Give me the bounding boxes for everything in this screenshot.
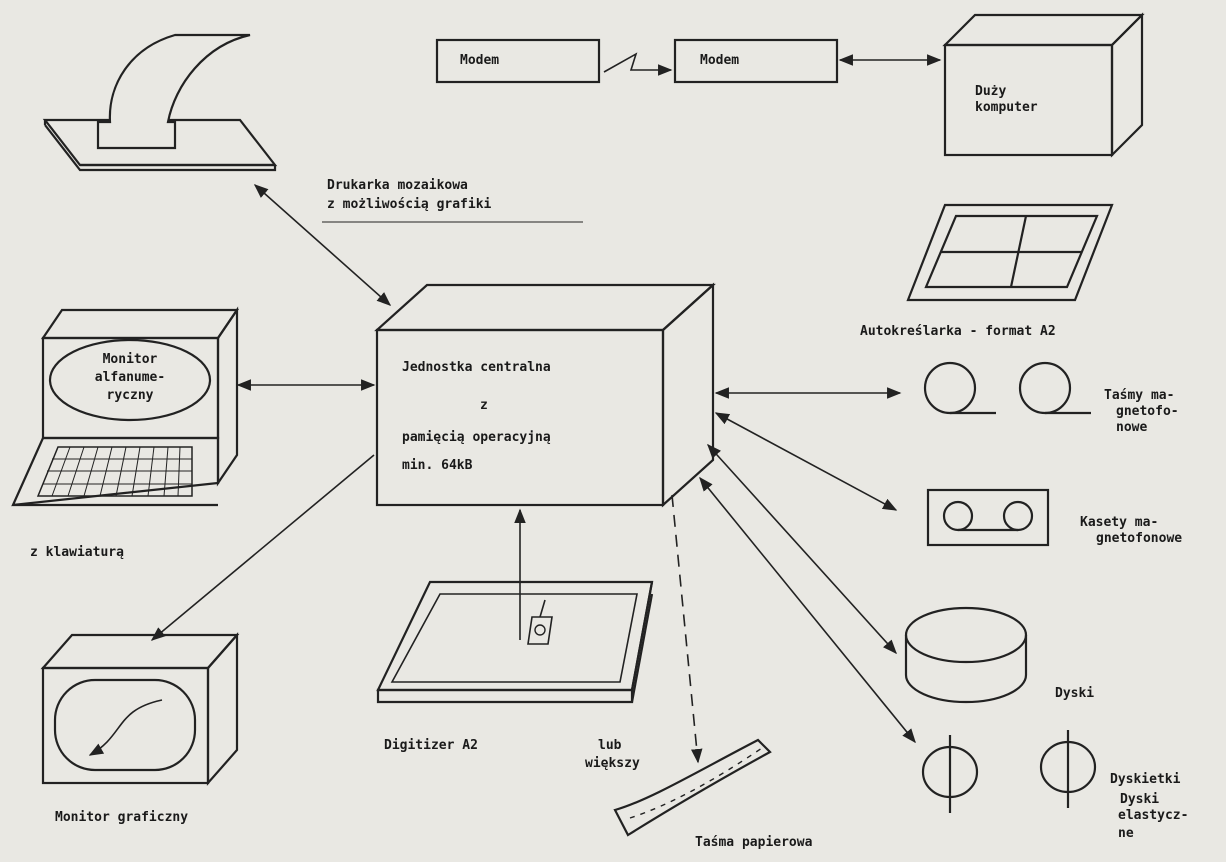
paper-tape-link xyxy=(672,495,698,762)
modem-right-label: Modem xyxy=(700,53,739,69)
plotter-icon xyxy=(908,205,1112,300)
paper-tape-icon xyxy=(615,740,770,835)
tape-reels-icon xyxy=(925,363,1091,413)
graphics-monitor-icon xyxy=(43,635,237,783)
graphics-monitor-link xyxy=(152,455,374,640)
digitizer-icon xyxy=(378,582,652,702)
plotter-label: Autokreślarka - format A2 xyxy=(860,324,1056,340)
floppy-disks-icon xyxy=(923,730,1095,813)
floppy-link xyxy=(700,478,915,742)
paper-tape-label: Taśma papierowa xyxy=(695,835,812,851)
keyboard-label: z klawiaturą xyxy=(30,545,124,561)
disk-icon xyxy=(906,608,1026,702)
cassette-icon xyxy=(928,490,1048,545)
terminal-icon xyxy=(13,310,237,505)
modem-left-label: Modem xyxy=(460,53,499,69)
cassette-link xyxy=(716,413,896,510)
graphics-monitor-label: Monitor graficzny xyxy=(55,810,188,826)
disk-link xyxy=(708,445,896,653)
printer-icon xyxy=(45,35,275,170)
modem-link xyxy=(604,54,671,72)
disks-label: Dyski xyxy=(1055,686,1094,702)
